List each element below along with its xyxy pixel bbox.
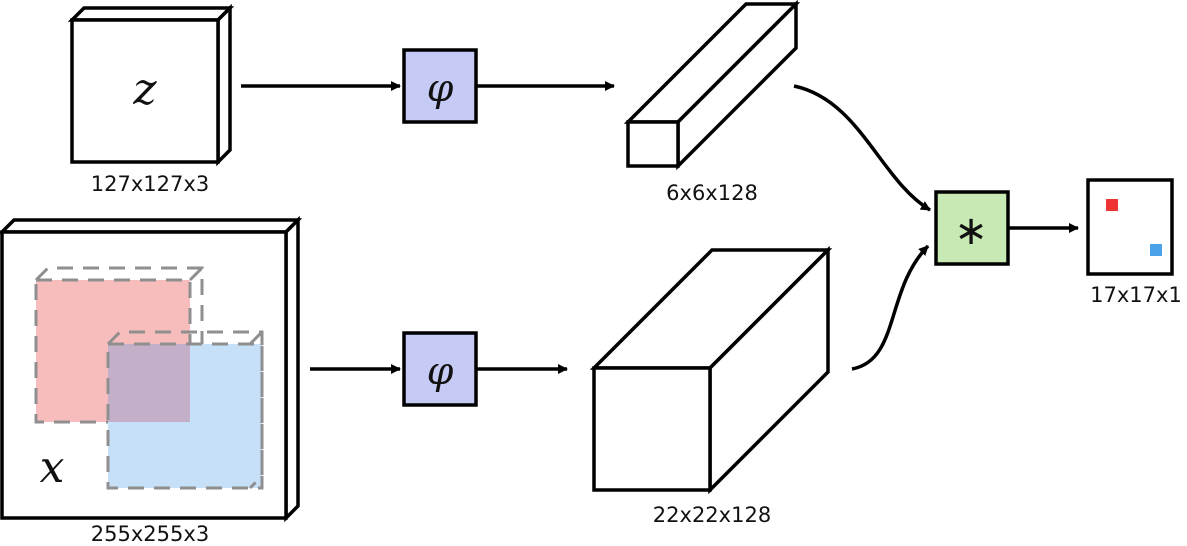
search-size-label: 255x255x3 — [91, 522, 209, 546]
exemplar-size-label: 127x127x3 — [91, 172, 209, 196]
red-score-peak — [1106, 199, 1118, 211]
arrow-exemplar-features-to-conv — [793, 84, 931, 212]
search-symbol: x — [40, 442, 65, 493]
phi-symbol-top: φ — [427, 66, 454, 110]
blue-score-peak — [1150, 244, 1162, 256]
score-map-size-label: 17x17x1 — [1090, 283, 1182, 307]
search-image-x: x — [0, 215, 303, 523]
cross-correlation-operator: ∗ — [934, 190, 1010, 266]
exemplar-feature-size-label: 6x6x128 — [666, 181, 758, 205]
blue-candidate-region — [106, 330, 264, 490]
embedding-function-top: φ — [402, 48, 478, 124]
embedding-function-bottom: φ — [402, 331, 478, 407]
search-feature-size-label: 22x22x128 — [653, 503, 771, 527]
convolution-star-symbol: ∗ — [954, 208, 988, 254]
phi-symbol-bottom: φ — [427, 349, 454, 393]
search-feature-map — [589, 245, 833, 495]
exemplar-feature-map — [623, 0, 801, 171]
exemplar-image-z: z — [67, 3, 235, 167]
exemplar-symbol: z — [132, 64, 157, 115]
arrow-search-features-to-conv — [851, 244, 930, 371]
score-map — [1086, 178, 1174, 276]
